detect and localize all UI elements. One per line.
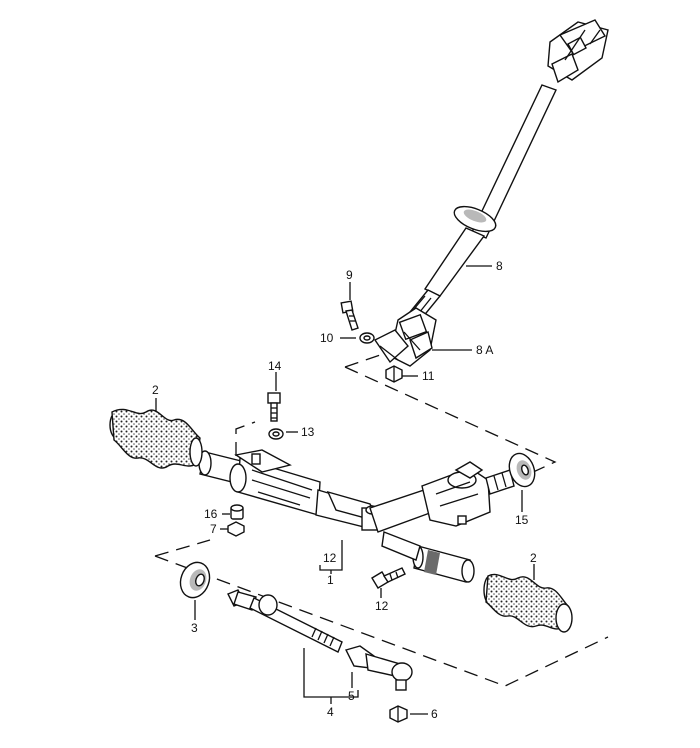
callout-14: 14 — [268, 359, 282, 373]
group-outline-rack-bracket — [235, 421, 256, 456]
callout-8a: 8 A — [476, 343, 493, 357]
clamp-bolt-rack — [371, 567, 406, 589]
callout-3: 3 — [191, 621, 198, 635]
tie-rod — [227, 589, 343, 653]
clamp-bolt — [340, 300, 359, 331]
callout-2-left: 2 — [152, 383, 159, 397]
callout-1: 1 — [327, 573, 334, 587]
tie-rod-end — [344, 645, 413, 691]
callout-11: 11 — [422, 369, 435, 383]
callout-12-lower: 12 — [375, 599, 389, 613]
group-outline-tie-rod-assembly — [154, 539, 609, 687]
callout-4: 4 — [327, 705, 334, 719]
callout-labels: 9 10 8 A 11 8 14 13 2 16 7 15 12 1 2 3 1… — [152, 259, 537, 721]
mounting-washer — [268, 428, 284, 440]
tie-rod-nut — [389, 705, 408, 723]
callout-5: 5 — [348, 689, 355, 703]
rubber-boot-left — [109, 408, 203, 469]
seal-ring-right — [508, 452, 536, 488]
upper-universal-joint — [547, 19, 609, 84]
callout-6: 6 — [431, 707, 438, 721]
callout-16: 16 — [204, 507, 218, 521]
callout-10: 10 — [320, 331, 334, 345]
callout-12-upper: 12 — [323, 551, 337, 565]
lower-universal-joint — [373, 307, 437, 367]
callout-7: 7 — [210, 522, 217, 536]
steering-column-shaft — [408, 84, 557, 319]
mounting-nut — [227, 521, 245, 537]
rubber-boot-right — [483, 573, 573, 633]
callout-15: 15 — [515, 513, 529, 527]
mounting-bolt — [267, 392, 281, 422]
group-outline-steering-column — [344, 350, 557, 479]
clamp-nut — [385, 365, 403, 383]
callout-13: 13 — [301, 425, 315, 439]
mounting-bushing — [230, 504, 244, 520]
seal-ring-left — [179, 561, 211, 599]
steering-rack-housing — [198, 449, 515, 583]
callout-2-right: 2 — [530, 551, 537, 565]
leader-lines — [155, 265, 535, 715]
lock-washer — [359, 332, 375, 344]
callout-8: 8 — [496, 259, 503, 273]
callout-9: 9 — [346, 268, 353, 282]
